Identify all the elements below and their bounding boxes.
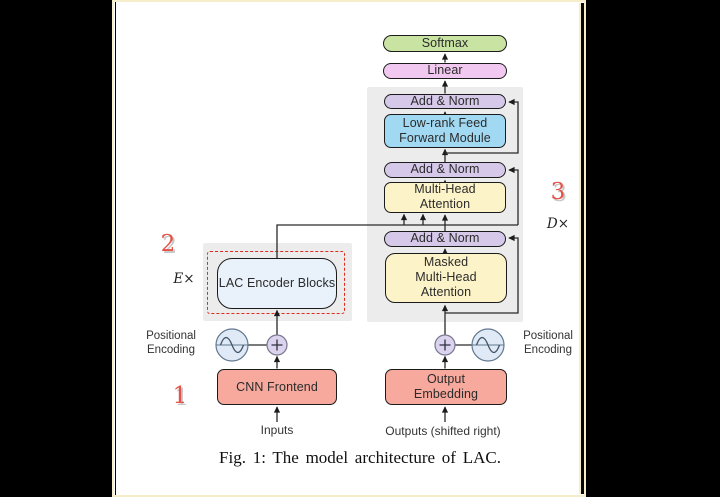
add-norm-cross-box: Add & Norm [384,162,506,178]
output-embedding-box: Output Embedding [385,368,507,405]
box-label-line: Attention [419,197,471,212]
page-edge-line-right [579,3,581,494]
box-label-line: Embedding [413,386,479,401]
label-line: Encoding [147,343,195,356]
low-rank-feed-forward-box: Low-rank Feed Forward Module [384,114,506,148]
page-edge-gap-right [581,3,584,494]
encoder-multiplier-label: E× [168,271,200,287]
lac-encoder-blocks-box: LAC Encoder Blocks [217,258,337,309]
box-label-line: Forward Module [399,130,491,145]
softmax-box: Softmax [383,35,507,52]
masked-multi-head-attention-box: Masked Multi-Head Attention [385,252,507,303]
inputs-label: Inputs [260,423,294,437]
label-line: Positional [523,330,573,342]
box-label-line: Attention [420,285,472,299]
step-marker-3: 3 [550,179,566,205]
cnn-frontend-box: CNN Frontend [217,369,337,405]
add-norm-masked-box: Add & Norm [384,231,506,247]
multiplier-variable: D [546,216,558,232]
positional-encoding-label-right: Positional Encoding [517,330,579,357]
step-marker-2: 2 [160,231,176,257]
positional-encoding-label-left: Positional Encoding [138,330,204,357]
multiplier-times-sign: × [557,216,570,232]
linear-box: Linear [383,62,507,79]
box-label: Linear [427,63,463,77]
step-marker-1: 1 [172,383,188,409]
box-label-line: Output [426,371,466,386]
add-norm-ffn-box: Add & Norm [384,93,506,109]
decoder-multiplier-label: D× [542,216,574,232]
box-label: Add & Norm [410,162,480,177]
box-label: Add & Norm [410,93,480,108]
multiplier-times-sign: × [183,271,195,287]
box-label-line: Multi-Head [414,182,476,197]
box-label: LAC Encoder Blocks [218,275,336,290]
box-label: Softmax [421,35,469,50]
box-label: CNN Frontend [236,379,318,394]
figure-caption: Fig. 1: The model architecture of LAC. [219,448,501,467]
label-line: Encoding [524,343,572,356]
multi-head-attention-box: Multi-Head Attention [384,182,506,213]
page-edge-line-left [114,2,116,495]
box-label-line: Masked [423,255,469,269]
box-label-line: Low-rank Feed [402,115,488,130]
multiplier-variable: E [173,271,184,287]
box-label: Add & Norm [410,231,480,246]
box-label-line: Multi-Head [415,270,477,284]
label-line: Positional [146,330,196,342]
outputs-shifted-right-label: Outputs (shifted right) [385,424,501,438]
